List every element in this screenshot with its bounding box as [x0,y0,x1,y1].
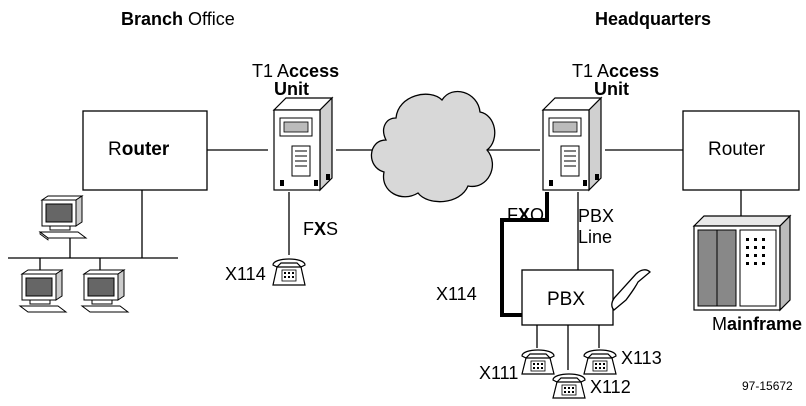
figure-id: 97-15672 [742,379,793,393]
t1-access-unit-icon [541,96,603,192]
extension-x114-hq: X114 [436,284,477,304]
computer-icon [80,269,130,313]
extension-x111: X111 [479,363,519,383]
telephone-icon [521,349,555,375]
cloud-icon [370,90,496,203]
branch-office-title: Branch Office [121,9,235,29]
fxo-label: FXO [507,205,545,225]
telephone-icon [583,349,617,375]
handset-icon [611,269,651,311]
router-left-label: Router [108,139,170,160]
connection-lines [8,149,742,370]
t1-access-unit-icon [272,96,334,192]
pbx-label: PBX [547,289,586,310]
router-right-label: Router [708,139,766,160]
mainframe-label: Mainframe [712,314,803,334]
extension-x114-branch: X114 [225,264,266,284]
link-fxo-trunk [500,192,549,317]
mainframe-icon [692,214,792,312]
extension-x112: X112 [590,377,631,397]
telephone-icon [552,373,586,399]
t1-access-unit-right-label: T1 Access Unit [572,61,660,99]
t1-access-unit-left-label: T1 Access Unit [252,61,340,99]
router-left-box [82,110,208,191]
fxs-label: FXS [303,219,339,239]
router-right-box [682,110,800,191]
computer-icon [18,269,68,313]
telephone-icon [272,258,306,286]
headquarters-title: Headquarters [595,9,712,29]
extension-x113: X113 [621,348,662,368]
computer-icon [38,195,88,241]
pbx-box [521,269,614,326]
